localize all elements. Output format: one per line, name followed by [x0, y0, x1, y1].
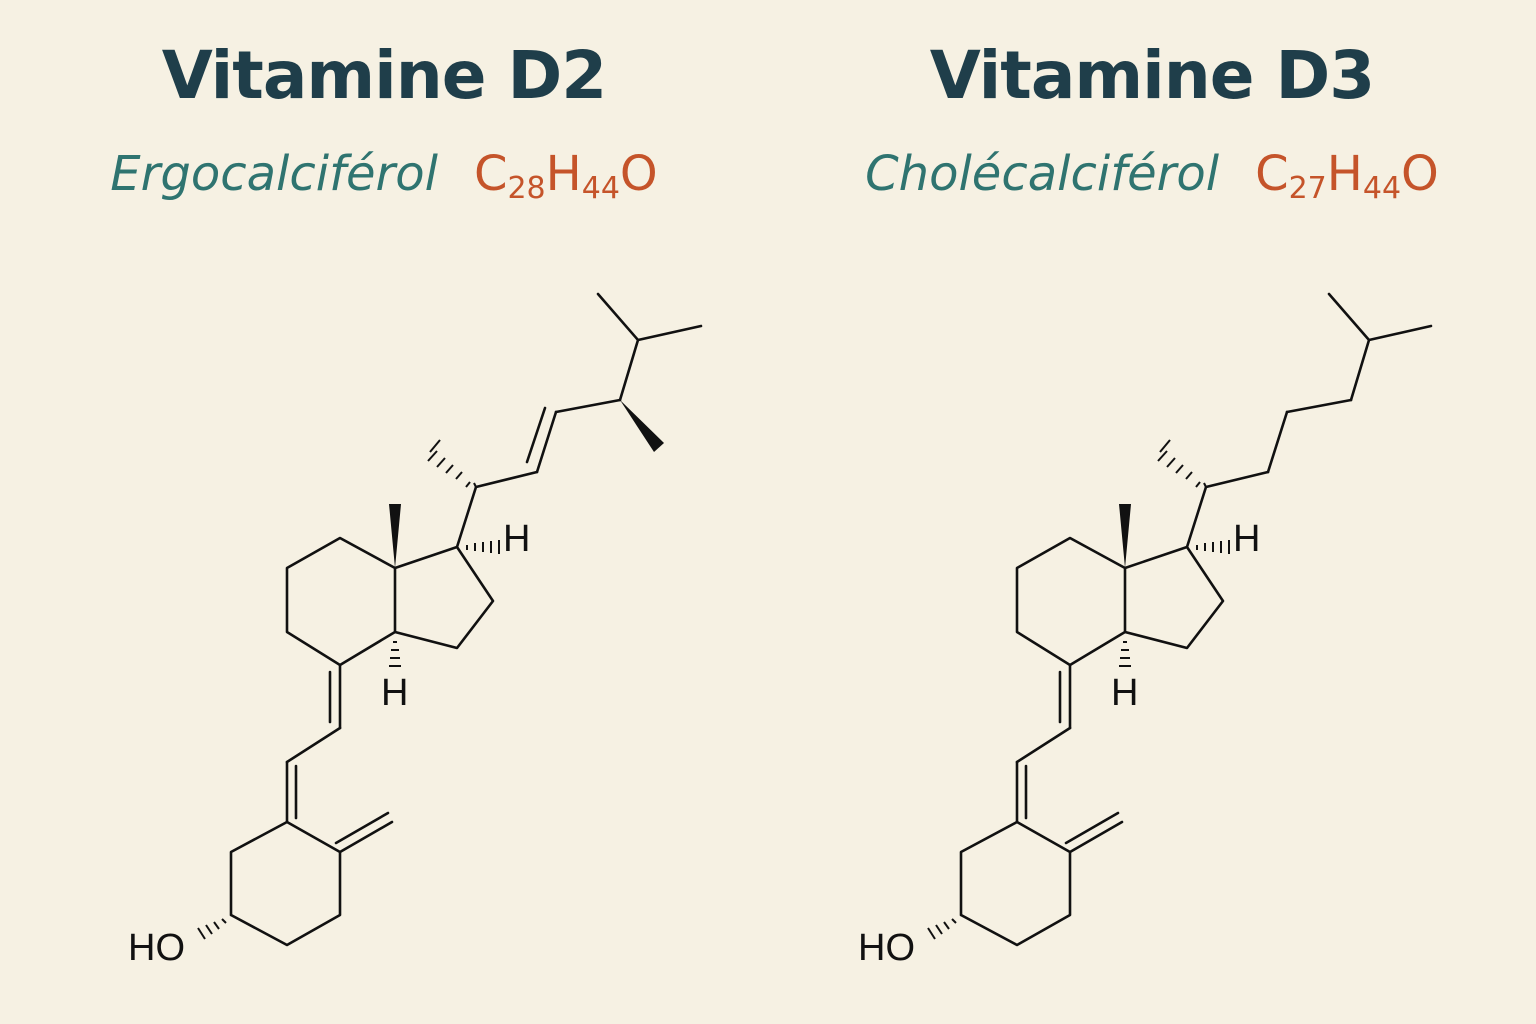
vitamin-d3-formula: C27H44O — [1255, 146, 1439, 204]
hydroxyl-label: HO — [128, 927, 185, 969]
bond-lines — [229, 292, 703, 947]
h-bottom-label: H — [381, 672, 408, 714]
vitamin-d2-title: Vitamine D2 — [161, 37, 607, 114]
formula-carbon: C — [1255, 146, 1289, 202]
hydroxyl-label: HO — [858, 927, 915, 969]
formula-hydrogen: H — [1326, 146, 1363, 202]
formula-carbon: C — [473, 146, 508, 202]
stereo-bonds — [927, 439, 1230, 940]
vitamin-d2-formula: C28H44O — [473, 146, 658, 204]
formula-carbon-count: 27 — [1288, 171, 1327, 206]
stereo-bonds — [197, 400, 664, 940]
formula-hydrogen: H — [545, 146, 582, 202]
formula-hydrogen-count: 44 — [1362, 171, 1402, 206]
formula-oxygen: O — [1401, 146, 1439, 202]
formula-carbon-count: 28 — [507, 171, 546, 206]
h-top-label: H — [503, 518, 530, 560]
vitamin-d2-trivial-name: Ergocalciférol — [110, 146, 438, 202]
h-top-label: H — [1233, 518, 1260, 560]
vitamin-d2-structure: HO H H — [128, 292, 703, 969]
vitamin-d3-title: Vitamine D3 — [929, 37, 1375, 114]
formula-hydrogen-count: 44 — [581, 171, 620, 206]
vitamin-d2-subtitle: Ergocalciférol C28H44O — [0, 142, 768, 206]
vitamin-d3-structure: HO H H — [858, 292, 1433, 969]
formula-oxygen: O — [619, 146, 658, 202]
h-bottom-label: H — [1111, 672, 1138, 714]
bond-lines — [959, 292, 1433, 947]
vitamin-d3-subtitle: Cholécalciférol C27H44O — [768, 142, 1536, 206]
vitamin-d3-trivial-name: Cholécalciférol — [865, 146, 1220, 202]
